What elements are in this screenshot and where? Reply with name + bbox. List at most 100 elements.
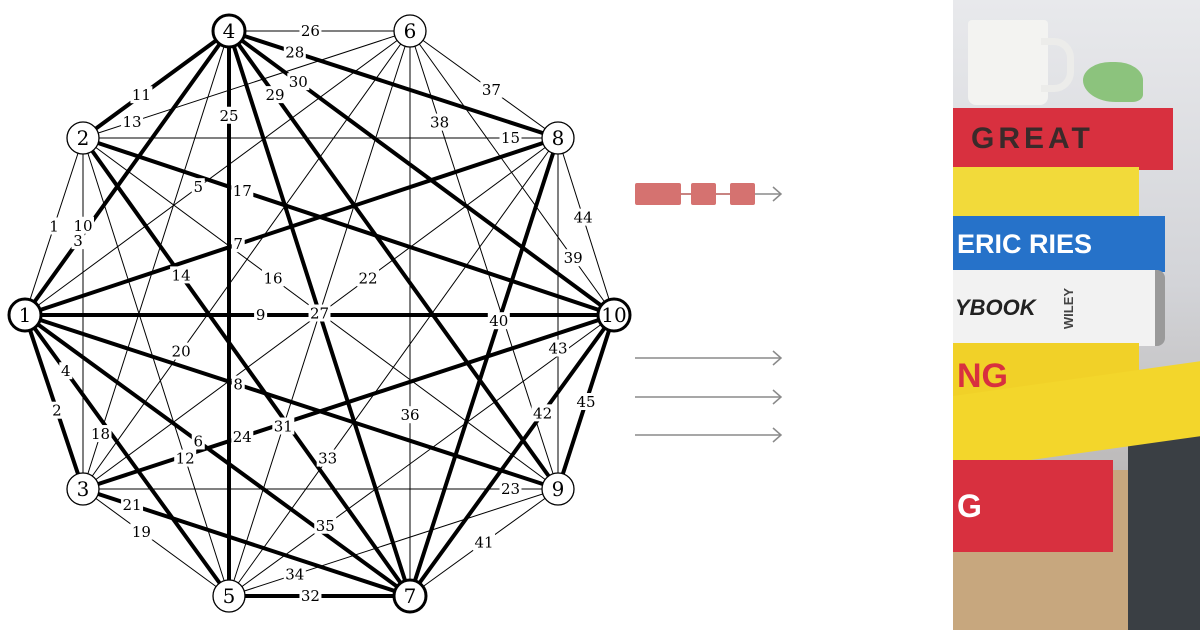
node-10: 10 xyxy=(596,297,632,333)
edge-42 xyxy=(408,313,616,598)
edge-label-text: 12 xyxy=(176,450,195,468)
edge-label-40: 40 xyxy=(487,312,510,330)
node-label: 6 xyxy=(404,19,417,43)
edge-label-text: 1 xyxy=(49,218,59,236)
edge-label-41: 41 xyxy=(473,533,495,552)
node-label: 4 xyxy=(223,19,236,43)
edge-label-8: 8 xyxy=(231,375,245,394)
edge-label-29: 29 xyxy=(264,86,287,104)
node-8: 8 xyxy=(541,121,575,155)
book-1-spine: GREAT xyxy=(953,108,1173,170)
mug-handle-icon xyxy=(1041,38,1074,92)
edge-17 xyxy=(81,136,616,317)
node-label: 10 xyxy=(601,303,626,327)
books-stack-photo: GREAT ERIC RIES YBOOK WILEY NG G xyxy=(953,0,1200,630)
edge-label-text: 36 xyxy=(400,406,419,424)
edge-44 xyxy=(557,137,615,316)
edge-11 xyxy=(81,29,231,140)
edge-label-33: 33 xyxy=(316,449,339,468)
edge-label-30: 30 xyxy=(287,73,310,91)
edge-label-text: 17 xyxy=(233,182,252,200)
edge-label-text: 16 xyxy=(263,269,282,287)
edge-label-text: 32 xyxy=(301,587,320,605)
edge-3 xyxy=(23,29,231,317)
edge-label-3: 3 xyxy=(71,232,85,250)
node-5: 5 xyxy=(212,579,246,613)
edge-label-text: 13 xyxy=(123,113,142,131)
book-7-spine: G xyxy=(953,460,1113,552)
edge-label-text: 41 xyxy=(474,534,493,552)
edge-6 xyxy=(23,313,412,598)
node-label: 8 xyxy=(552,126,565,150)
edge-28 xyxy=(227,29,560,140)
edge-5 xyxy=(24,30,411,316)
edge-label-24: 24 xyxy=(231,427,254,446)
edge-label-19: 19 xyxy=(130,522,153,541)
book-4-spine: YBOOK WILEY xyxy=(953,270,1165,346)
node-1: 1 xyxy=(7,297,43,333)
edge-label-text: 10 xyxy=(73,217,92,235)
edge-label-text: 5 xyxy=(193,178,203,196)
node-7: 7 xyxy=(392,578,428,614)
plant-leaves-icon xyxy=(1083,62,1143,102)
book-4-title: YBOOK xyxy=(955,295,1036,320)
edge-label-text: 35 xyxy=(316,517,335,535)
edge-label-15: 15 xyxy=(499,129,522,147)
node-4: 4 xyxy=(211,13,247,49)
edge-label-text: 19 xyxy=(132,523,151,541)
edge-label-text: 21 xyxy=(123,496,142,514)
plain-arrow-2 xyxy=(635,389,783,405)
book-3-title: ERIC RIES xyxy=(957,228,1093,259)
edge-label-20: 20 xyxy=(170,342,193,361)
edge-label-31: 31 xyxy=(272,417,295,436)
book-4-publisher: WILEY xyxy=(1060,287,1076,329)
arrow-legend-panel xyxy=(635,183,783,443)
graph-edge-labels: 1234567891011121314151617181920212223242… xyxy=(47,22,597,605)
node-label: 5 xyxy=(223,584,236,608)
edge-label-text: 27 xyxy=(310,305,329,323)
edge-label-14: 14 xyxy=(170,266,193,284)
mug-icon xyxy=(968,20,1048,105)
edge-label-27: 27 xyxy=(308,304,331,323)
node-3: 3 xyxy=(66,472,100,506)
edge-39 xyxy=(409,30,615,316)
edge-label-text: 26 xyxy=(301,22,320,40)
edge-label-text: 34 xyxy=(285,566,304,584)
edge-label-text: 14 xyxy=(172,266,191,284)
graph-edges xyxy=(23,29,616,598)
node-label: 7 xyxy=(404,584,417,608)
book-7-title: G xyxy=(957,487,982,524)
edge-label-44: 44 xyxy=(572,208,595,227)
node-label: 3 xyxy=(77,477,90,501)
sequence-block-3 xyxy=(730,183,755,205)
edge-label-36: 36 xyxy=(399,406,421,424)
edge-label-text: 7 xyxy=(233,235,243,253)
edge-4 xyxy=(23,313,231,598)
edge-29 xyxy=(227,29,560,491)
sequence-block-2 xyxy=(691,183,716,205)
edge-label-text: 6 xyxy=(193,432,203,450)
edge-label-39: 39 xyxy=(562,249,585,267)
edge-label-28: 28 xyxy=(283,43,306,61)
edge-label-text: 15 xyxy=(501,129,520,147)
edge-label-text: 8 xyxy=(233,376,243,394)
edge-label-17: 17 xyxy=(231,182,254,200)
edge-label-text: 39 xyxy=(564,249,583,267)
edge-18 xyxy=(82,30,230,490)
edge-label-35: 35 xyxy=(314,516,337,535)
edge-label-43: 43 xyxy=(547,339,569,358)
edge-label-11: 11 xyxy=(130,86,153,104)
edge-33 xyxy=(228,137,559,597)
edge-label-6: 6 xyxy=(191,432,205,450)
edge-34 xyxy=(228,488,559,597)
edge-label-9: 9 xyxy=(254,306,268,324)
edge-label-22: 22 xyxy=(357,269,379,287)
edge-label-text: 44 xyxy=(574,209,593,227)
edge-19 xyxy=(82,488,230,597)
edge-label-text: 4 xyxy=(61,362,71,380)
complete-graph-diagram: 1234567891011121314151617181920212223242… xyxy=(7,13,632,614)
edge-label-text: 33 xyxy=(318,450,337,468)
node-2: 2 xyxy=(66,121,100,155)
edge-label-text: 28 xyxy=(285,43,304,61)
